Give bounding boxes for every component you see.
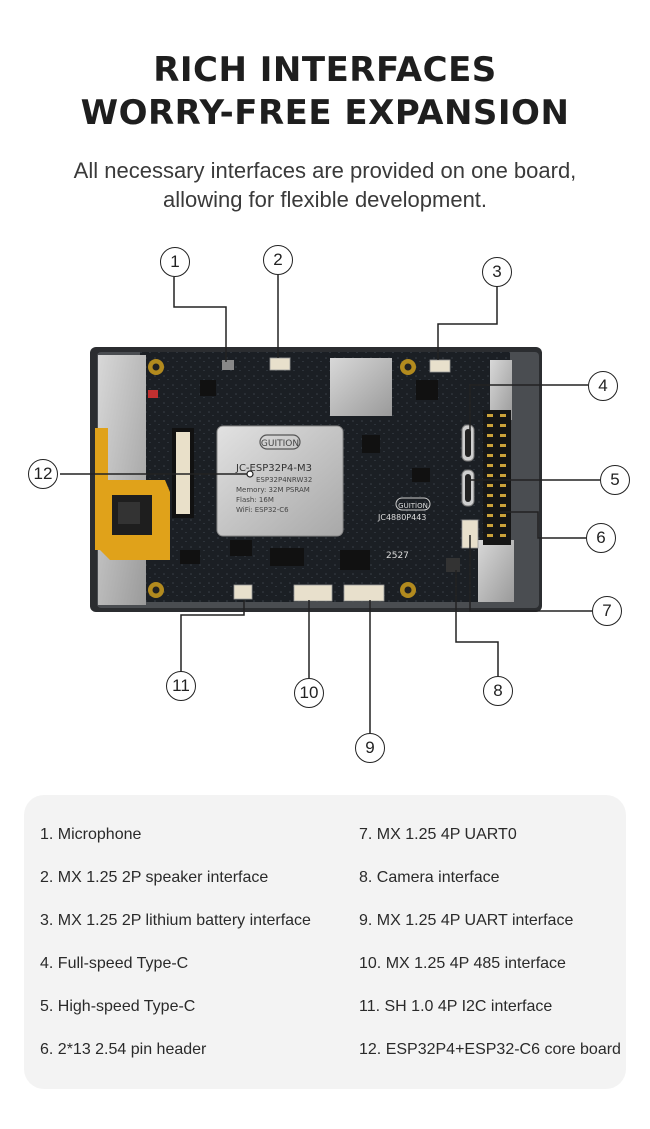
legend-item-5: 5. High-speed Type-C — [40, 998, 196, 1015]
legend-item-4: 4. Full-speed Type-C — [40, 955, 189, 972]
module-memory: Memory: 32M PSRAM — [236, 486, 310, 494]
callout-10: 10 — [294, 678, 324, 708]
legend-item-1: 1. Microphone — [40, 826, 142, 843]
board-brand: GUITION — [398, 502, 428, 510]
callout-2: 2 — [263, 245, 293, 275]
legend-item-11: 11. SH 1.0 4P I2C interface — [359, 998, 553, 1015]
subtitle-line-2: allowing for flexible development. — [162, 187, 488, 212]
pin-header — [483, 410, 511, 545]
module-name: JC-ESP32P4-M3 — [235, 463, 312, 474]
callout-1: 1 — [160, 247, 190, 277]
board-date: 2527 — [386, 551, 409, 561]
legend-item-6: 6. 2*13 2.54 pin header — [40, 1041, 207, 1058]
callout-4: 4 — [588, 371, 618, 401]
rs485-connector — [293, 584, 333, 602]
legend-item-12: 12. ESP32P4+ESP32-C6 core board — [359, 1041, 621, 1058]
i2c-connector — [233, 584, 253, 600]
callout-12: 12 — [28, 459, 58, 489]
legend-item-9: 9. MX 1.25 4P UART interface — [359, 912, 574, 929]
legend-item-2: 2. MX 1.25 2P speaker interface — [40, 869, 269, 886]
callout-7: 7 — [592, 596, 622, 626]
board-illustration: GUITION JC-ESP32P4-M3 ESP32P4NRW32 Memor… — [60, 275, 600, 733]
sd-card-slot — [330, 358, 392, 416]
battery-connector — [429, 359, 451, 373]
legend-item-10: 10. MX 1.25 4P 485 interface — [359, 955, 566, 972]
legend-panel: 1. Microphone 2. MX 1.25 2P speaker inte… — [24, 795, 626, 1089]
metal-plate-right — [478, 540, 514, 602]
camera-connector — [446, 558, 460, 572]
module-wifi: WiFi: ESP32-C6 — [236, 506, 289, 514]
callout-11: 11 — [166, 671, 196, 701]
module-brand: GUITION — [261, 439, 299, 449]
board-model: JC4880P443 — [377, 513, 426, 522]
subtitle-line-1: All necessary interfaces are provided on… — [73, 158, 577, 183]
title-line-1: RICH INTERFACES — [153, 50, 497, 90]
core-module — [216, 425, 344, 537]
module-flash: Flash: 16M — [236, 496, 274, 504]
title-line-2: WORRY-FREE EXPANSION — [80, 93, 570, 133]
callout-6: 6 — [586, 523, 616, 553]
module-sn: ESP32P4NRW32 — [256, 476, 312, 484]
callout-8: 8 — [483, 676, 513, 706]
legend-item-8: 8. Camera interface — [359, 869, 500, 886]
callout-3: 3 — [482, 257, 512, 287]
board-diagram: GUITION JC-ESP32P4-M3 ESP32P4NRW32 Memor… — [0, 230, 650, 770]
legend-item-3: 3. MX 1.25 2P lithium battery interface — [40, 912, 311, 929]
speaker-connector — [269, 357, 291, 371]
uart-connector — [343, 584, 385, 602]
microphone — [222, 360, 234, 370]
callout-5: 5 — [600, 465, 630, 495]
callout-9: 9 — [355, 733, 385, 763]
legend-item-7: 7. MX 1.25 4P UART0 — [359, 826, 517, 843]
